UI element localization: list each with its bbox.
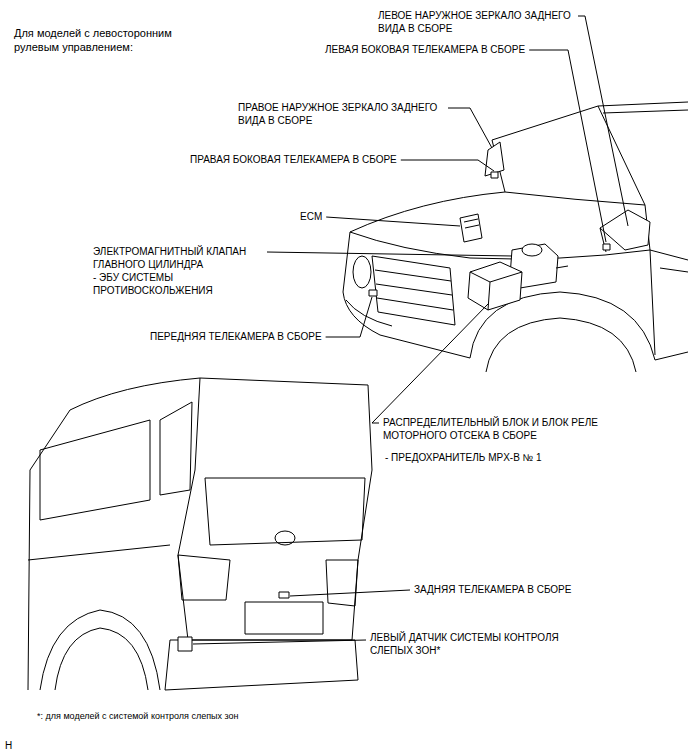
part-label: ЛЕВЫЙ ДАТЧИК СИСТЕМЫ КОНТРОЛЯ СЛЕПЫХ ЗОН… <box>370 632 585 657</box>
leader-line <box>290 590 410 596</box>
part-label: ЛЕВОЕ НАРУЖНОЕ ЗЕРКАЛО ЗАДНЕГО ВИДА В СБ… <box>378 10 574 35</box>
leader-line <box>326 217 460 226</box>
part-label: - ПРЕДОХРАНИТЕЛЬ MPX-B № 1 <box>385 452 542 465</box>
leader-line <box>448 108 492 148</box>
leader-line <box>326 297 372 337</box>
figure-code: H <box>5 740 12 753</box>
part-label: - ЭБУ СИСТЕМЫ ПРОТИВОСКОЛЬЖЕНИЯ <box>93 272 263 297</box>
part-label: ПРАВОЕ НАРУЖНОЕ ЗЕРКАЛО ЗАДНЕГО ВИДА В С… <box>238 102 444 127</box>
leader-line <box>529 50 606 242</box>
part-label: РАСПРЕДЕЛИТЕЛЬНЫЙ БЛОК И БЛОК РЕЛЕ МОТОР… <box>383 417 633 442</box>
leader-line <box>401 160 494 171</box>
note-text: Для моделей с левосторонним рулевым упра… <box>14 27 189 55</box>
part-label: ЗАДНЯЯ ТЕЛЕКАМЕРА В СБОРЕ <box>414 584 571 597</box>
leader-line <box>372 304 488 423</box>
leader-line <box>267 252 512 256</box>
part-label: ЛЕВАЯ БОКОВАЯ ТЕЛЕКАМЕРА В СБОРЕ <box>325 44 525 57</box>
leader-line <box>578 16 628 226</box>
note-text: *: для моделей с системой контроля слепы… <box>37 711 239 722</box>
part-label: ЭЛЕКТРОМАГНИТНЫЙ КЛАПАН ГЛАВНОГО ЦИЛИНДР… <box>93 246 263 271</box>
part-label: ПРАВАЯ БОКОВАЯ ТЕЛЕКАМЕРА В СБОРЕ <box>190 154 397 167</box>
leader-line <box>193 640 366 644</box>
part-label: ECM <box>300 211 322 224</box>
part-label: ПЕРЕДНЯЯ ТЕЛЕКАМЕРА В СБОРЕ <box>150 331 322 344</box>
